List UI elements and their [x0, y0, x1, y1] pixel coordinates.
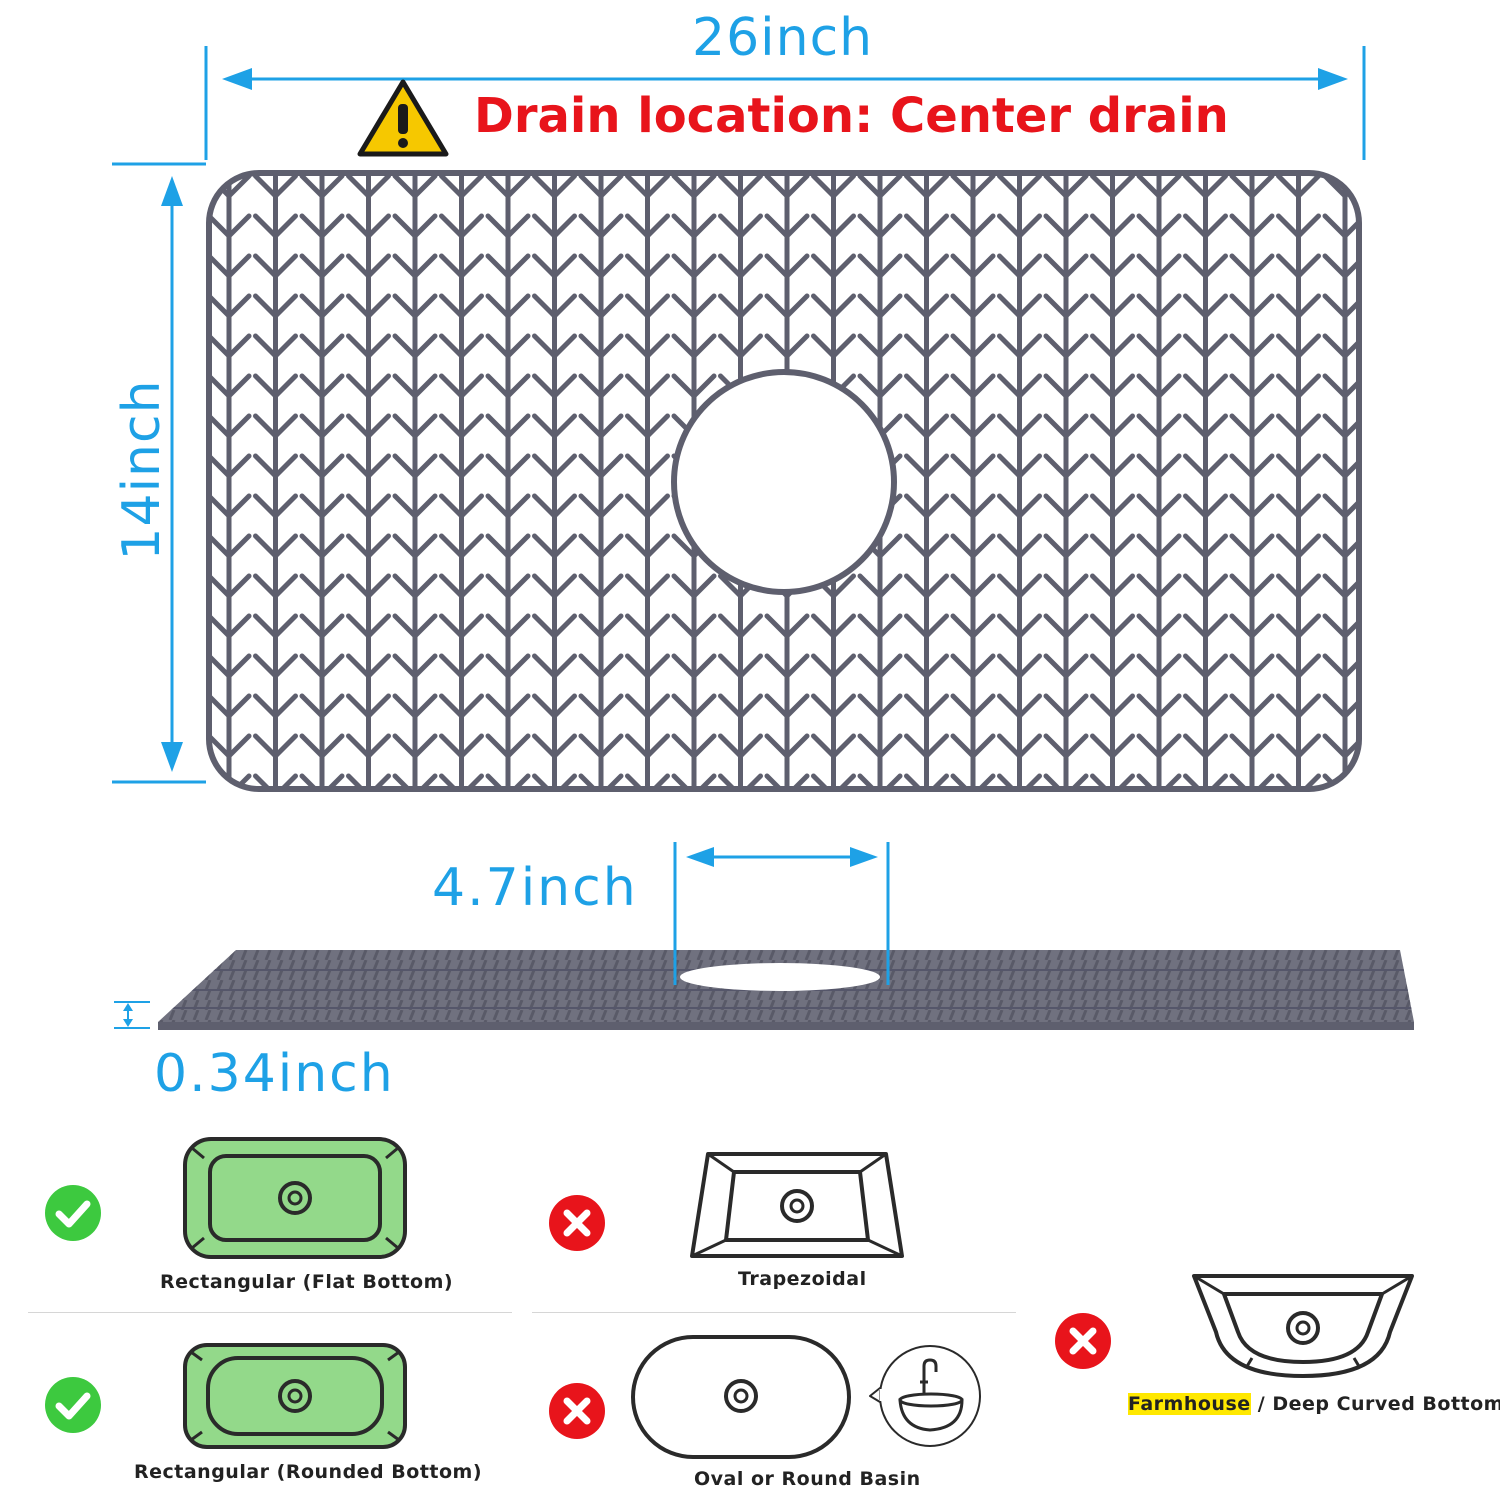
divider — [28, 1312, 512, 1313]
check-icon — [45, 1377, 101, 1433]
warning-triangle-icon — [357, 79, 449, 157]
cross-icon — [1055, 1313, 1111, 1369]
height-label: 14inch — [112, 379, 172, 561]
check-icon — [45, 1185, 101, 1241]
sink-mat-side-view — [114, 842, 1414, 1030]
drain-hole — [671, 369, 897, 595]
drain-width-label: 4.7inch — [432, 858, 638, 918]
divider — [532, 1312, 1016, 1313]
trapezoidal-sink-icon — [690, 1152, 904, 1258]
caption-farmhouse-rest: / Deep Curved Bottom — [1250, 1393, 1500, 1415]
caption-farmhouse-highlight: Farmhouse — [1128, 1393, 1251, 1415]
round-basin-icon — [869, 1345, 981, 1447]
caption-rectangular-rounded: Rectangular (Rounded Bottom) — [134, 1461, 483, 1483]
caption-trapezoidal: Trapezoidal — [738, 1268, 867, 1290]
dimension-lines — [112, 46, 1366, 784]
rectangular-rounded-sink-icon — [183, 1343, 407, 1449]
thickness-label: 0.34inch — [154, 1044, 395, 1104]
sink-mat-top-view — [206, 170, 1362, 792]
caption-farmhouse: Farmhouse / Deep Curved Bottom — [1128, 1393, 1500, 1415]
rectangular-flat-sink-icon — [183, 1137, 407, 1259]
oval-sink-icon — [631, 1335, 851, 1459]
cross-icon — [549, 1383, 605, 1439]
width-label: 26inch — [692, 8, 874, 68]
caption-rectangular-flat: Rectangular (Flat Bottom) — [160, 1271, 454, 1293]
cross-icon — [549, 1195, 605, 1251]
caption-oval: Oval or Round Basin — [694, 1468, 921, 1490]
farmhouse-sink-icon — [1192, 1274, 1414, 1378]
drain-location-warning: Drain location: Center drain — [474, 88, 1229, 144]
